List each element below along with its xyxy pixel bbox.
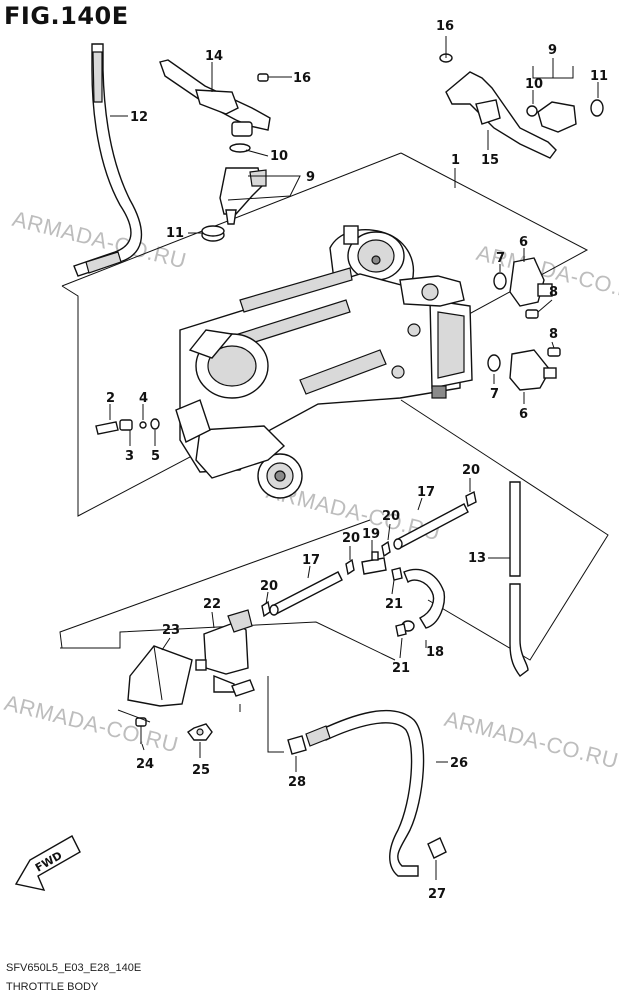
callout-2: 2 <box>106 391 115 406</box>
callout-12: 12 <box>130 110 148 125</box>
callout-19: 19 <box>362 527 380 542</box>
callout-9-left: 9 <box>306 170 315 185</box>
fuel-delivery-pipe-15 <box>439 42 557 159</box>
callout-10-right: 10 <box>525 77 543 92</box>
callout-numbers: 1 2 3 4 5 6 6 7 7 8 8 9 9 10 10 11 11 12… <box>106 19 608 902</box>
callout-20-a: 20 <box>462 463 480 478</box>
callout-6-upper: 6 <box>519 235 528 250</box>
callout-8-lower: 8 <box>549 327 558 342</box>
callout-10-left: 10 <box>270 149 288 164</box>
fuel-injector-9-left <box>201 143 267 242</box>
sensor-6-upper <box>493 257 553 319</box>
figure-name: THROTTLE BODY <box>6 981 99 993</box>
clamp-28 <box>287 735 307 755</box>
callout-18: 18 <box>426 645 444 660</box>
hose-17-lower <box>269 571 343 616</box>
callout-23: 23 <box>162 623 180 638</box>
callout-20-b: 20 <box>382 509 400 524</box>
callout-21-upper: 21 <box>385 597 403 612</box>
callout-14: 14 <box>205 49 223 64</box>
bolt-24 <box>135 717 147 744</box>
callout-22: 22 <box>203 597 221 612</box>
callout-1: 1 <box>451 153 460 168</box>
callout-25: 25 <box>192 763 210 778</box>
callout-24: 24 <box>136 757 154 772</box>
hose-26 <box>305 709 425 877</box>
figure-code: SFV650L5_E03_E28_140E <box>6 962 142 974</box>
callout-17-upper: 17 <box>417 485 435 500</box>
callout-8-upper: 8 <box>549 285 558 300</box>
clamps-20-21 <box>261 490 477 637</box>
joint-19 <box>361 551 387 575</box>
bolt-16-left <box>257 73 284 82</box>
bracket-23 <box>127 645 193 707</box>
callout-17-lower: 17 <box>302 553 320 568</box>
throttle-body-1 <box>175 225 473 499</box>
callout-3: 3 <box>125 449 134 464</box>
screw-set-2-5 <box>95 418 160 435</box>
callout-13: 13 <box>468 551 486 566</box>
hose-12 <box>73 43 143 277</box>
callout-28: 28 <box>288 775 306 790</box>
hose-17-upper <box>393 503 469 550</box>
callout-9-right: 9 <box>548 43 557 58</box>
fwd-arrow: FWD <box>14 835 81 891</box>
callout-7-lower: 7 <box>490 387 499 402</box>
leader-lines <box>109 36 599 880</box>
callout-11-right: 11 <box>590 69 608 84</box>
callout-20-c: 20 <box>342 531 360 546</box>
callout-27: 27 <box>428 887 446 902</box>
clamp-27 <box>427 837 447 859</box>
callout-7-upper: 7 <box>496 251 505 266</box>
figure-title: FIG.140E <box>4 2 129 30</box>
sensor-6-lower <box>487 347 561 391</box>
fuel-injector-9-right <box>526 99 604 133</box>
callout-6-lower: 6 <box>519 407 528 422</box>
callout-16-right: 16 <box>436 19 454 34</box>
callout-26: 26 <box>450 756 468 771</box>
hose-13 <box>509 481 529 677</box>
hose-18 <box>401 568 446 632</box>
solenoid-valve-22 <box>195 609 255 697</box>
callout-5: 5 <box>151 449 160 464</box>
callout-16-left: 16 <box>293 71 311 86</box>
nut-25 <box>186 723 213 741</box>
callout-21-lower: 21 <box>392 661 410 676</box>
callout-11-left: 11 <box>166 226 184 241</box>
callout-20-d: 20 <box>260 579 278 594</box>
callout-4: 4 <box>139 391 148 406</box>
fuel-delivery-pipe-14 <box>159 59 271 137</box>
callout-15: 15 <box>481 153 499 168</box>
